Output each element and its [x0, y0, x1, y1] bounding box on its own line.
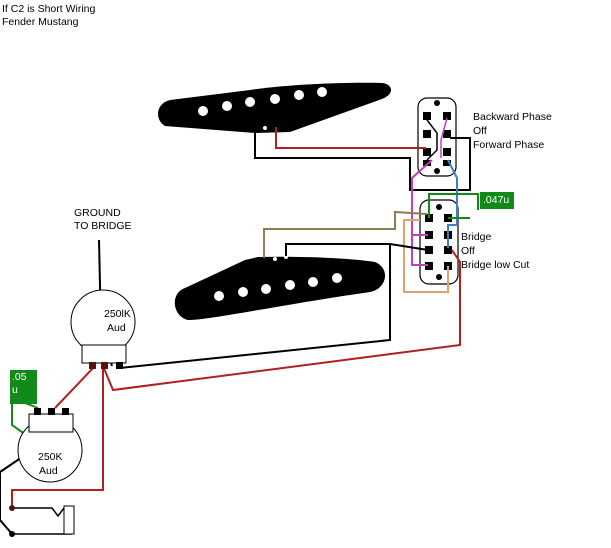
volume-pot-value: 250lK [104, 308, 131, 320]
wire-neck-hot [275, 127, 426, 149]
title-line-2: Fender Mustang [2, 16, 79, 28]
wire-blue [447, 159, 458, 248]
capacitor-047u-label: .047u [480, 192, 514, 209]
bridge-switch-position-2: Off [461, 245, 475, 257]
phase-switch-position-3: Forward Phase [473, 139, 545, 151]
capacitor-05u-label: .05 u [10, 370, 37, 404]
capacitor-05u-line-2: u [12, 384, 18, 396]
bridge-switch-position-3: Bridge low Cut [461, 259, 530, 271]
capacitor-05u-line-1: .05 [12, 371, 27, 383]
wire-bridge-black [285, 243, 429, 256]
neck-pickup [158, 82, 392, 133]
bridge-pickup-body [174, 256, 386, 320]
volume-pot-taper: Aud [107, 322, 126, 334]
wire-vol-to-tone [54, 365, 96, 409]
bridge-switch[interactable] [419, 199, 459, 285]
tone-pot[interactable] [17, 408, 83, 483]
tone-pot-value: 250K [38, 451, 63, 463]
phase-switch-lugs [423, 112, 451, 166]
wire-green [428, 193, 479, 218]
phase-switch-position-2: Off [473, 125, 487, 137]
bridge-switch-position-1: Bridge [461, 231, 492, 243]
wire-magenta [411, 159, 433, 266]
neck-pickup-body [158, 82, 392, 133]
wire-tan [403, 219, 449, 293]
bridge-pickup-polepieces [214, 255, 342, 301]
wire-output-hot [11, 366, 104, 508]
phase-switch[interactable] [417, 97, 457, 177]
wire-bridge-hot [102, 249, 461, 392]
bridge-switch-housing [419, 199, 459, 285]
wire-neck-ground [254, 131, 471, 191]
wires [0, 127, 479, 535]
ground-label-line-2: TO BRIDGE [74, 220, 132, 232]
bridge-pickup [174, 255, 386, 320]
wire-bridge-black-2 [119, 244, 391, 369]
volume-pot[interactable] [70, 289, 136, 369]
ground-label-line-1: GROUND [74, 207, 121, 219]
phase-switch-position-1: Backward Phase [473, 111, 552, 123]
output-jack[interactable] [9, 505, 75, 537]
wire-olive [263, 210, 428, 258]
title-line-1: If C2 is Short Wiring [2, 3, 96, 15]
tone-pot-taper: Aud [39, 465, 58, 477]
neck-pickup-polepieces [198, 87, 327, 130]
